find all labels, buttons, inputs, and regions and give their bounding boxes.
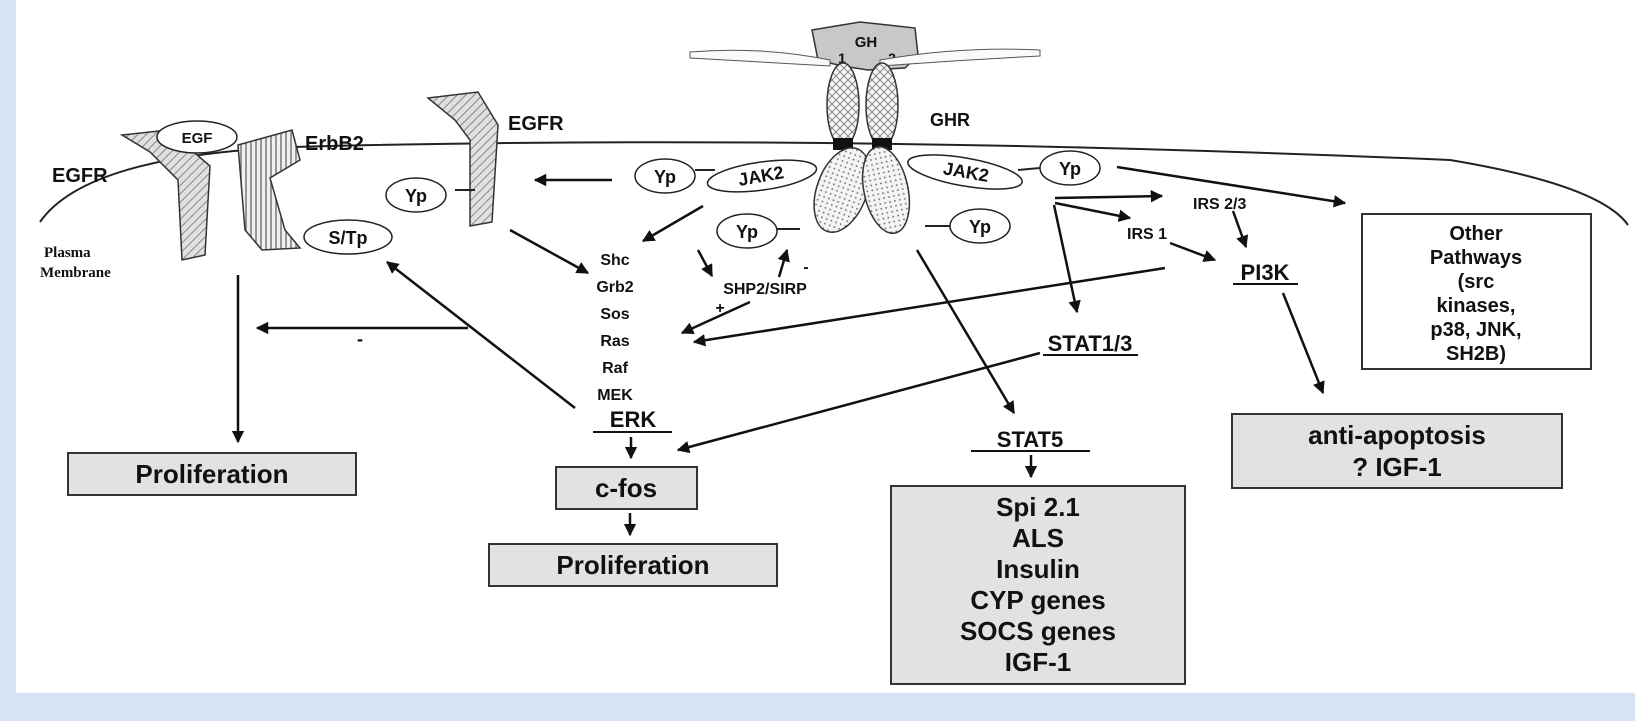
stat13-label: STAT1/3 <box>1048 331 1133 356</box>
irs23-label: IRS 2/3 <box>1193 196 1246 213</box>
other-pathways-line-5: p38, JNK, <box>1430 319 1521 341</box>
cascade-shc: Shc <box>600 252 629 269</box>
arrow-egfr-to-shc <box>509 228 590 275</box>
arrow-yp-to-shc <box>641 204 704 243</box>
arrow-yp-to-other <box>1116 165 1347 208</box>
other-pathways-box <box>1361 213 1592 370</box>
other-pathways-line-1: Other <box>1449 223 1503 245</box>
plasma-membrane-label-2: Membrane <box>40 265 111 281</box>
arrow-jak2-to-irs23 <box>1054 189 1164 203</box>
st-p-label: S/Tp <box>329 228 368 248</box>
arrow-pi3k-to-antiapoptosis <box>1281 292 1325 395</box>
yp-ghr-right <box>949 208 1011 244</box>
arrow-jak2-to-irs1 <box>1054 201 1132 222</box>
cascade-raf: Raf <box>602 360 628 377</box>
proliferation-left-label: Proliferation <box>135 459 288 489</box>
egfr-minus-sign: - <box>357 329 363 349</box>
arrow-shp2-to-yp <box>777 248 790 278</box>
jak2-left <box>706 159 818 193</box>
gh-site-1: 1 <box>838 50 846 66</box>
arrow-jak2-to-stat13 <box>1052 204 1081 314</box>
stat5-target-1: Spi 2.1 <box>996 492 1080 522</box>
yp-ghr-right-label: Yp <box>969 217 991 237</box>
proliferation-mid-box <box>488 543 778 587</box>
anti-apoptosis-line-2: ? IGF-1 <box>1352 452 1442 482</box>
cascade-grb2: Grb2 <box>596 279 633 296</box>
anti-apoptosis-line-1: anti-apoptosis <box>1308 420 1486 450</box>
arrow-ghr-to-stat5 <box>915 249 1016 415</box>
other-pathways-line-2: Pathways <box>1430 247 1522 269</box>
plasma-membrane-label-1: Plasma <box>44 245 91 261</box>
stat5-targets-box <box>890 485 1186 685</box>
arrow-erk-to-stp <box>386 261 576 409</box>
yp-ghr-left <box>716 213 778 249</box>
stat5-target-2: ALS <box>1012 523 1064 553</box>
ghr-label: GHR <box>930 110 970 130</box>
arrow-pi3k-to-ras <box>692 266 1166 347</box>
erbb2-receptor <box>237 129 302 251</box>
egfr-right-label: EGFR <box>508 113 564 135</box>
other-pathways-line-4: kinases, <box>1437 295 1516 317</box>
stat5-target-5: SOCS genes <box>960 616 1116 646</box>
yp-jak2-left <box>634 158 696 194</box>
erk-label: ERK <box>610 407 657 432</box>
yp-jak2-right <box>1039 150 1101 186</box>
cfos-box <box>555 466 698 510</box>
ghr-extracellular-1 <box>826 62 860 148</box>
stat5-target-4: CYP genes <box>970 585 1105 615</box>
gh-label: GH <box>855 34 878 51</box>
egfr-left-label: EGFR <box>52 165 108 187</box>
pi3k-label: PI3K <box>1241 260 1290 285</box>
stat5-target-6: IGF-1 <box>1005 647 1071 677</box>
shp2-plus-sign: + <box>715 300 724 317</box>
egf-ligand <box>156 120 238 154</box>
stat5-label: STAT5 <box>997 427 1063 452</box>
yp-egfr <box>385 177 447 213</box>
cfos-label: c-fos <box>595 473 657 503</box>
st-p-site <box>303 219 393 255</box>
arrow-yp-to-shp2 <box>696 249 714 278</box>
ghr-intracellular-2 <box>861 145 911 235</box>
ghr-tm-1 <box>833 138 853 150</box>
other-pathways-line-3: (src <box>1458 271 1495 293</box>
shp2-sirp-label: SHP2/SIRP <box>723 281 807 298</box>
cascade-sos: Sos <box>600 306 629 323</box>
erbb2-label: ErbB2 <box>305 133 364 155</box>
arrow-stat13-to-cfos <box>676 351 1041 454</box>
other-pathways-line-6: SH2B) <box>1446 343 1506 365</box>
yp-jak2-left-label: Yp <box>654 167 676 187</box>
proliferation-left-box <box>67 452 357 496</box>
yp-jak2-right-label: Yp <box>1059 159 1081 179</box>
egfr-right-receptor <box>426 91 499 227</box>
arrow-shp2-to-ras <box>680 300 751 335</box>
egf-label: EGF <box>182 130 213 147</box>
yp-ghr-left-label: Yp <box>736 222 758 242</box>
cascade-mek: MEK <box>597 387 633 404</box>
proliferation-mid-label: Proliferation <box>556 550 709 580</box>
arrows <box>231 165 1347 537</box>
arrow-irs23-to-pi3k <box>1231 210 1249 249</box>
irs1-label: IRS 1 <box>1127 226 1167 243</box>
cascade-ras: Ras <box>600 333 629 350</box>
stat5-target-3: Insulin <box>996 554 1080 584</box>
jak2-right <box>907 154 1023 190</box>
shp2-minus-sign: - <box>803 259 808 276</box>
ghr-extracellular-2 <box>865 62 899 148</box>
anti-apoptosis-box <box>1231 413 1563 489</box>
arrow-irs1-to-pi3k <box>1169 241 1217 262</box>
yp-egfr-label: Yp <box>405 186 427 206</box>
